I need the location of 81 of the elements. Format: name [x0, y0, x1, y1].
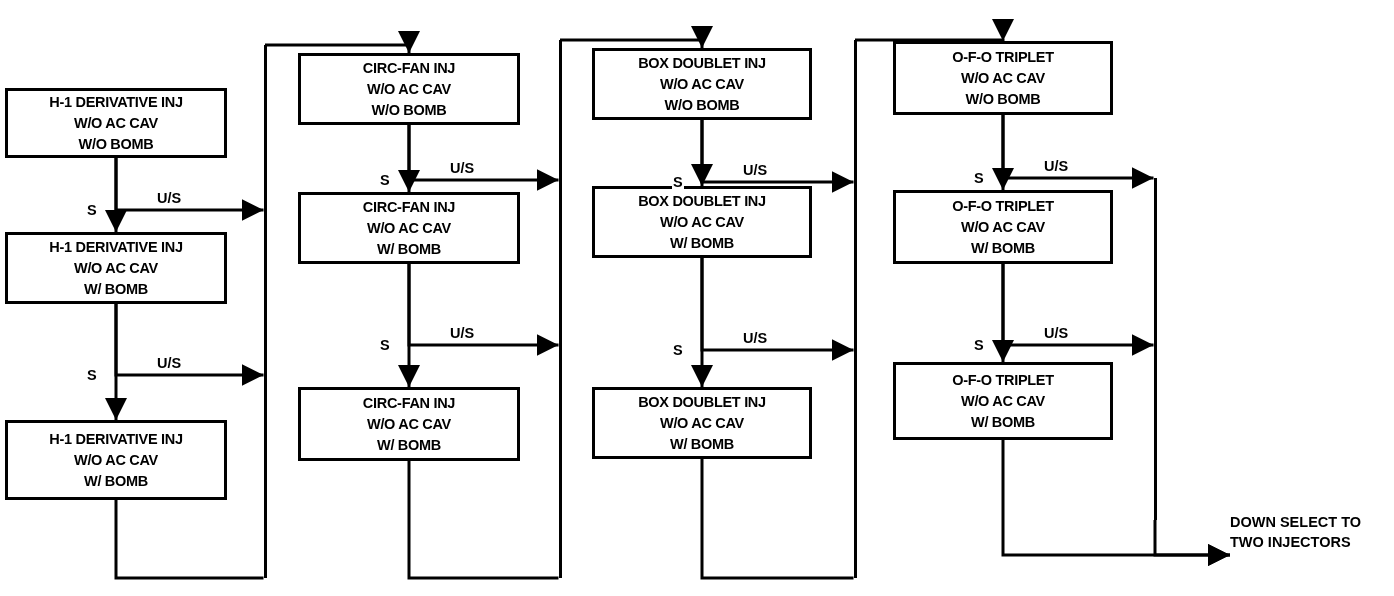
box-text: W/O AC CAV — [74, 113, 158, 133]
box-text: W/O AC CAV — [74, 450, 158, 470]
edge-label: U/S — [156, 355, 183, 371]
edge-label: U/S — [449, 160, 476, 176]
box-text: CIRC-FAN INJ — [362, 393, 456, 413]
box-text: W/O AC CAV — [660, 212, 744, 232]
arrow — [1001, 264, 1154, 356]
arrow — [700, 258, 854, 361]
collector-line — [853, 40, 857, 578]
edge-label: U/S — [156, 190, 183, 206]
box-text: W/O BOMB — [664, 95, 740, 115]
box-text: BOX DOUBLET INJ — [638, 191, 766, 211]
box-text: W/O BOMB — [965, 89, 1041, 109]
edge-label: U/S — [742, 330, 769, 346]
injector-box — [298, 192, 520, 264]
collector-line — [1153, 178, 1157, 520]
edge-label: U/S — [1043, 325, 1070, 341]
box-text: W/O BOMB — [78, 134, 154, 154]
edge-label: U/S — [449, 325, 476, 341]
arrow — [265, 31, 420, 53]
edge-label: S — [973, 337, 985, 353]
box-text: W/O AC CAV — [660, 74, 744, 94]
box-text: W/O BOMB — [371, 100, 447, 120]
injector-box — [592, 186, 812, 258]
box-text: H-1 DERIVATIVE INJ — [49, 429, 183, 449]
injector-box — [893, 190, 1113, 264]
arrow — [407, 125, 559, 191]
edge-label: S — [86, 202, 98, 218]
box-text: W/ BOMB — [84, 279, 148, 299]
injector-box — [298, 53, 520, 125]
box-text: W/O AC CAV — [367, 79, 451, 99]
box-text: W/ BOMB — [377, 435, 441, 455]
arrow — [1001, 115, 1154, 189]
box-text: W/O AC CAV — [660, 413, 744, 433]
injector-box — [298, 387, 520, 461]
box-text: BOX DOUBLET INJ — [638, 392, 766, 412]
box-text: W/ BOMB — [971, 412, 1035, 432]
box-text: BOX DOUBLET INJ — [638, 53, 766, 73]
injector-box — [5, 420, 227, 500]
box-text: CIRC-FAN INJ — [362, 58, 456, 78]
edge-label: S — [672, 174, 684, 190]
injector-box — [5, 88, 227, 158]
box-text: W/ BOMB — [670, 434, 734, 454]
arrow — [114, 304, 264, 386]
box-text: CIRC-FAN INJ — [362, 197, 456, 217]
collector-line — [558, 40, 562, 578]
box-text: O-F-O TRIPLET — [952, 196, 1054, 216]
arrow — [560, 26, 713, 48]
arrow — [855, 19, 1014, 43]
box-text: W/O AC CAV — [74, 258, 158, 278]
box-text: W/O AC CAV — [961, 217, 1045, 237]
box-text: H-1 DERIVATIVE INJ — [49, 237, 183, 257]
box-text: W/O AC CAV — [367, 218, 451, 238]
edge-label: U/S — [742, 162, 769, 178]
arrow — [407, 264, 559, 356]
outcome-text: DOWN SELECT TO TWO INJECTORS — [1230, 512, 1390, 552]
box-text: W/O AC CAV — [961, 68, 1045, 88]
injector-box — [5, 232, 227, 304]
edge-label: S — [672, 342, 684, 358]
box-text: O-F-O TRIPLET — [952, 47, 1054, 67]
edge-label: S — [379, 172, 391, 188]
edge-label: S — [973, 170, 985, 186]
box-text: W/O AC CAV — [961, 391, 1045, 411]
edge-label: S — [379, 337, 391, 353]
arrow — [114, 158, 264, 221]
injector-box — [592, 387, 812, 459]
box-text: W/ BOMB — [377, 239, 441, 259]
edge-label: U/S — [1043, 158, 1070, 174]
box-text: W/ BOMB — [84, 471, 148, 491]
box-text: O-F-O TRIPLET — [952, 370, 1054, 390]
box-text: H-1 DERIVATIVE INJ — [49, 92, 183, 112]
box-text: W/ BOMB — [670, 233, 734, 253]
box-text: W/ BOMB — [971, 238, 1035, 258]
collector-line — [263, 45, 267, 578]
arrow — [1153, 520, 1230, 566]
injector-box — [893, 41, 1113, 115]
arrow — [700, 120, 854, 193]
box-text: W/O AC CAV — [367, 414, 451, 434]
injector-box — [893, 362, 1113, 440]
injector-box — [592, 48, 812, 120]
edge-label: S — [86, 367, 98, 383]
